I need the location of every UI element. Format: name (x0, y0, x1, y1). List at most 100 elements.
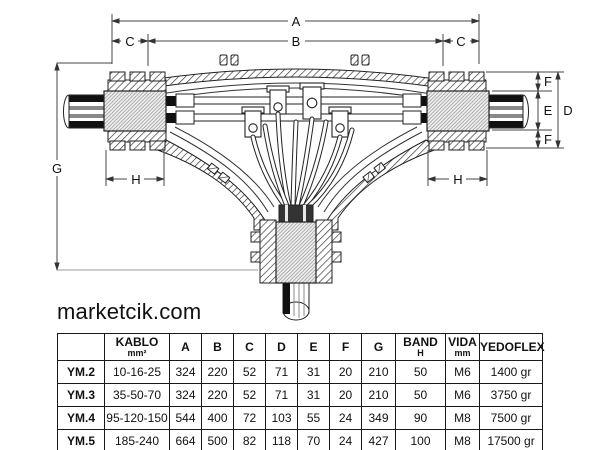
left-cable (63, 94, 107, 129)
column-header-text: B (213, 339, 222, 354)
column-header-text: A (181, 339, 190, 354)
column-header: YEDOFLEX (479, 333, 545, 361)
value-cell: 55 (297, 406, 330, 430)
value-cell: 664 (169, 429, 202, 450)
bottom-cable (282, 279, 310, 321)
bottom-cable-assembly (278, 204, 314, 321)
right-cable (485, 94, 529, 129)
value-cell: 7500 gr (479, 406, 543, 430)
value-cell: M8 (445, 406, 480, 430)
neck-flange (250, 219, 342, 284)
column-header-text: KABLO (115, 334, 159, 349)
value-cell: 100 (395, 429, 446, 450)
dim-label-b: B (292, 34, 301, 49)
model-cell: YM.2 (57, 360, 105, 384)
dim-label-e: E (544, 103, 553, 118)
column-header: D (265, 333, 298, 361)
value-cell: 70 (297, 429, 330, 450)
value-cell: M8 (445, 429, 480, 450)
column-header-text: YEDOFLEX (480, 339, 545, 354)
dim-label-c-left: C (125, 34, 134, 49)
value-cell: 24 (329, 429, 362, 450)
value-cell: 544 (169, 406, 202, 430)
left-flange (107, 71, 167, 151)
dome-nubs (219, 54, 370, 66)
value-cell: 20 (329, 360, 362, 384)
value-cell: 24 (329, 406, 362, 430)
knurl-left (103, 90, 167, 132)
value-cell: 31 (297, 383, 330, 407)
value-cell: 427 (361, 429, 396, 450)
value-cell: 10-16-25 (104, 360, 170, 384)
dim-label-a: A (292, 14, 301, 29)
value-cell: M6 (445, 360, 480, 384)
branch-wires (250, 111, 355, 210)
busbar-upper (193, 96, 404, 105)
site-watermark: marketcik.com (57, 299, 202, 324)
dim-label-g: G (52, 161, 62, 176)
value-cell: 1400 gr (479, 360, 543, 384)
value-cell: 3750 gr (479, 383, 543, 407)
value-cell: 103 (265, 406, 298, 430)
value-cell: 20 (329, 383, 362, 407)
value-cell: 71 (265, 360, 298, 384)
column-header: F (329, 333, 362, 361)
value-cell: 220 (201, 360, 234, 384)
value-cell: 220 (201, 383, 234, 407)
conductors (166, 93, 429, 125)
column-header-text: E (309, 339, 318, 354)
value-cell: 50 (395, 360, 446, 384)
value-cell: 71 (265, 383, 298, 407)
value-cell: 500 (201, 429, 234, 450)
value-cell: M6 (445, 383, 480, 407)
dim-label-h-left: H (131, 172, 140, 187)
column-header-subtext: mm² (127, 347, 147, 358)
value-cell: 82 (233, 429, 266, 450)
column-header-text: C (245, 339, 254, 354)
column-header-subtext: mm (454, 347, 471, 358)
dim-label-c-right: C (456, 34, 465, 49)
knurled-seals (103, 90, 490, 284)
value-cell: 35-50-70 (104, 383, 170, 407)
value-cell: 118 (265, 429, 298, 450)
dim-label-f-top: F (544, 74, 552, 89)
column-header: C (233, 333, 266, 361)
column-header-text: F (341, 339, 350, 354)
dim-label-h-right: H (453, 172, 462, 187)
dimension-label-bg (49, 14, 574, 186)
column-header: A (169, 333, 202, 361)
value-cell: 400 (201, 406, 234, 430)
knurl-right (426, 90, 490, 132)
model-cell: YM.4 (57, 406, 105, 430)
value-cell: 52 (233, 360, 266, 384)
clamp-connectors (241, 82, 352, 138)
funnel-nubs (206, 161, 387, 184)
value-cell: 95-120-150 (104, 406, 170, 430)
column-header-text: G (373, 339, 384, 354)
model-cell: YM.3 (57, 383, 105, 407)
model-cell: YM.5 (57, 429, 105, 450)
column-header-text: VIDA (448, 334, 477, 349)
cable-joint-diagram: A C B C G H H F E F D (49, 14, 574, 321)
knurl-bottom (275, 221, 317, 284)
column-header: E (297, 333, 330, 361)
dome-shell (149, 68, 443, 89)
dim-label-d: D (563, 103, 572, 118)
value-cell: 185-240 (104, 429, 170, 450)
value-cell: 17500 gr (479, 429, 543, 450)
value-cell: 31 (297, 360, 330, 384)
value-cell: 349 (361, 406, 396, 430)
column-header (57, 333, 105, 361)
dim-label-f-bottom: F (544, 132, 552, 147)
